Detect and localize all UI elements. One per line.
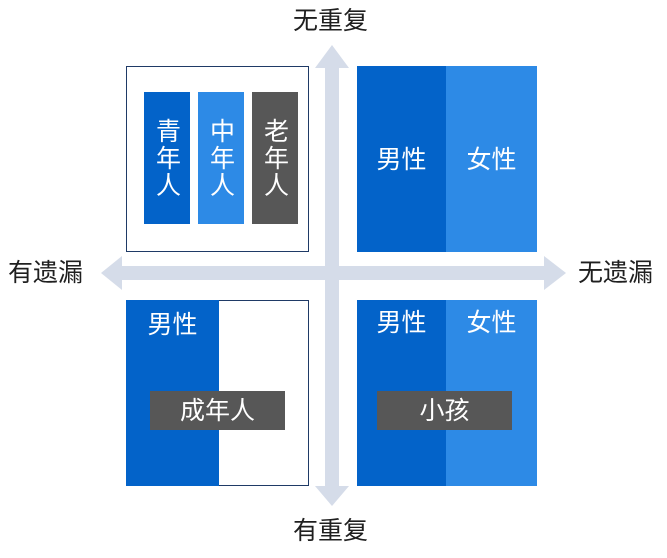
horizontal-arrow [101, 256, 566, 290]
bar-middle-aged: 中年人 [198, 92, 244, 224]
axis-label-top: 无重复 [293, 6, 369, 35]
axis-label-left: 有遗漏 [8, 258, 84, 287]
axis-label-right: 无遗漏 [578, 258, 654, 287]
top-right-male: 男性 [357, 66, 446, 252]
bar-young: 青年人 [144, 92, 190, 224]
bar-elderly: 老年人 [252, 92, 298, 224]
tag-child: 小孩 [377, 391, 512, 430]
tag-adult: 成年人 [150, 391, 285, 430]
axis-label-bottom: 有重复 [293, 516, 369, 545]
top-right-female: 女性 [446, 66, 537, 252]
